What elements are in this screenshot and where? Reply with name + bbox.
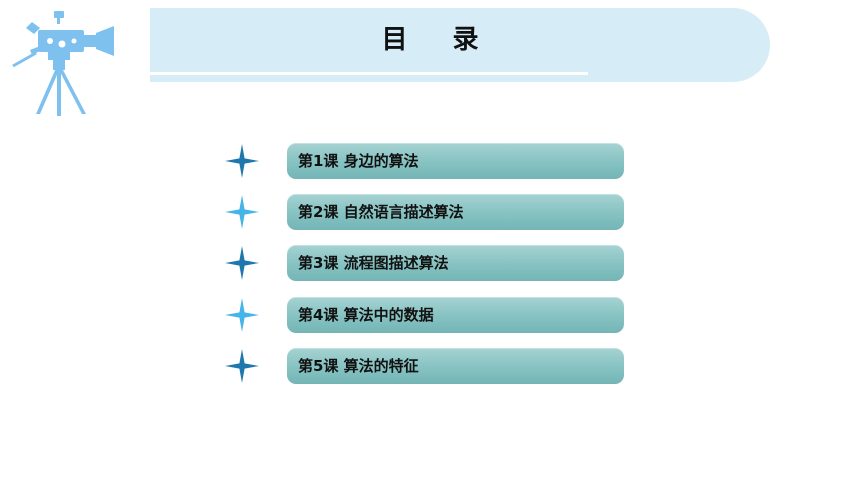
four-point-star-icon: [225, 298, 259, 332]
film-camera-icon: [12, 11, 114, 116]
four-point-star-icon: [225, 349, 259, 383]
four-point-star-icon: [225, 195, 259, 229]
header-divider: [150, 72, 588, 75]
toc-item-lesson-4: 第4课 算法中的数据: [0, 297, 860, 333]
lesson-3-button[interactable]: 第3课 流程图描述算法: [287, 245, 624, 281]
lesson-4-button[interactable]: 第4课 算法中的数据: [287, 297, 624, 333]
four-point-star-icon: [225, 246, 259, 280]
lesson-1-button[interactable]: 第1课 身边的算法: [287, 143, 624, 179]
toc-item-lesson-3: 第3课 流程图描述算法: [0, 245, 860, 281]
toc-item-lesson-5: 第5课 算法的特征: [0, 348, 860, 384]
four-point-star-icon: [225, 144, 259, 178]
toc-item-lesson-2: 第2课 自然语言描述算法: [0, 194, 860, 230]
header-banner: [150, 8, 770, 82]
lesson-5-button[interactable]: 第5课 算法的特征: [287, 348, 624, 384]
toc-item-lesson-1: 第1课 身边的算法: [0, 143, 860, 179]
page-title: 目 录: [381, 25, 497, 55]
lesson-2-button[interactable]: 第2课 自然语言描述算法: [287, 194, 624, 230]
